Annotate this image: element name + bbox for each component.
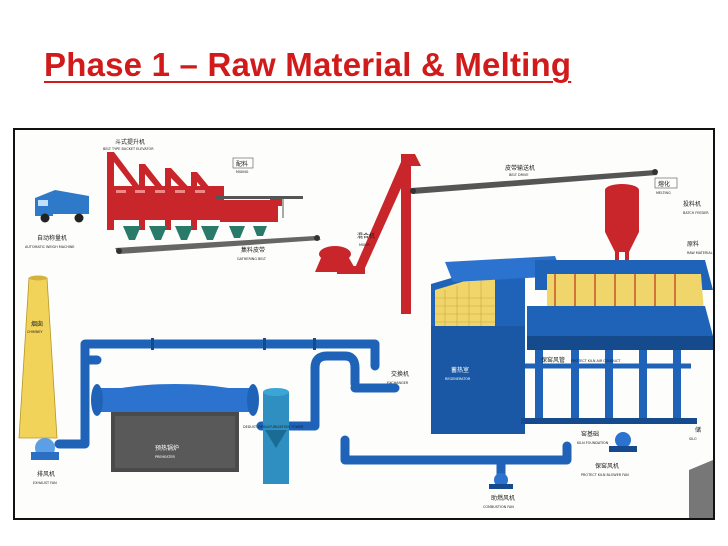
label-silo-en: SILO: [689, 437, 697, 441]
slide-title: Phase 1 – Raw Material & Melting: [44, 46, 572, 83]
label-belt-drive-cn: 皮带输送机: [505, 164, 535, 172]
batch-silo: [605, 184, 639, 262]
label-raw-material-en: RAW MATERIAL: [687, 251, 713, 255]
label-belt-drive-en: BELT DRIVE: [509, 173, 528, 177]
label-chimney-cn: 烟囱: [31, 320, 43, 328]
label-kiln-foundation-cn: 窑基础: [581, 430, 599, 438]
label-exhaust-cn: 排风机: [37, 470, 55, 478]
label-auto-weigh-en: AUTOMATIC WEIGH MACHINE: [25, 245, 75, 249]
label-exchanger-cn: 交换机: [391, 370, 409, 378]
kiln-foundation: [521, 350, 697, 424]
flue-ducts: [54, 339, 572, 481]
label-kiln-cooling-en: PROTECT KILN AIR CONDUCT: [571, 359, 621, 363]
label-silo-cn: 储: [695, 426, 701, 434]
bucket-elevator: [107, 152, 282, 230]
kiln-blower-fan: [609, 432, 637, 452]
label-gathering-belt-cn: 集料皮带: [241, 246, 265, 254]
truck-icon: [35, 190, 89, 223]
label-raw-material-cn: 原料: [687, 240, 699, 248]
label-melting-en: MELTING: [656, 191, 671, 195]
label-preheater-en: PREHEATER: [155, 455, 176, 459]
dedust-tower: [263, 388, 289, 484]
label-kiln-cooling-cn: 保窑风管: [541, 356, 565, 364]
label-regenerator-en: REGENERATOR: [445, 377, 471, 381]
melting-kiln: [527, 260, 713, 350]
belt-conveyor-red: [355, 154, 421, 314]
belt-drive: [410, 169, 658, 194]
label-combustion-en: COMBUSTION FAN: [483, 505, 514, 509]
label-melting-cn: 熔化: [658, 180, 670, 188]
label-belt-elevator-cn: 斗式提升机: [115, 138, 145, 146]
chimney: [18, 275, 58, 439]
label-batch-cn: 投料机: [683, 200, 701, 208]
gathering-belt: [115, 235, 321, 254]
label-chimney-en: CHIMNEY: [27, 330, 44, 334]
label-combustion-cn: 助燃风机: [491, 494, 515, 502]
label-mixer-en: MIXER: [359, 243, 370, 247]
label-mixer-cn: 混合机: [357, 232, 375, 240]
label-dedust-en: DEDUST DESULFURIZATION TOWER: [243, 425, 304, 429]
label-kiln-blower-en: PROTECT KILN BLOWER FAN: [581, 473, 629, 477]
label-mixing-cn: 配料: [236, 160, 248, 168]
label-gathering-belt-en: GATHERING BELT: [237, 257, 267, 261]
process-diagram: 斗式提升机 BELT TYPE BUCKET ELEVATOR 配料 MIXIN…: [13, 128, 715, 520]
label-mixing-en: MIXING: [236, 170, 249, 174]
exhaust-fan: [31, 438, 59, 460]
label-kiln-foundation-en: KILN FOUNDATION: [577, 441, 609, 445]
preheater: [91, 384, 259, 472]
label-belt-elevator-en: BELT TYPE BUCKET ELEVATOR: [103, 147, 154, 151]
label-preheater-cn: 预热锅炉: [155, 444, 179, 452]
label-auto-weigh-cn: 自动称量机: [37, 234, 67, 242]
regenerator: [431, 256, 563, 434]
label-exchanger-en: EXCHANGER: [387, 381, 409, 385]
label-kiln-blower-cn: 保窑风机: [595, 462, 619, 470]
label-batch-en: BATCH FEEDER: [683, 211, 709, 215]
weighing-hoppers: [123, 226, 267, 240]
mixer: [315, 246, 365, 274]
combustion-fan: [489, 473, 513, 489]
label-exhaust-en: EXHAUST FAN: [33, 481, 57, 485]
label-regenerator-cn: 蓄热室: [451, 366, 469, 374]
